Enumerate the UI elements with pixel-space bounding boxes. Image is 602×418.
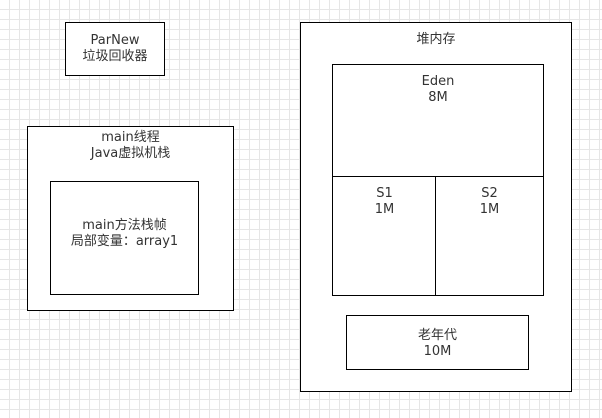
parnew-label: ParNew xyxy=(90,33,140,48)
eden-region-box: Eden 8M xyxy=(332,64,544,177)
old-generation-box: 老年代 10M xyxy=(346,315,529,370)
heap-title: 堆内存 xyxy=(416,32,456,47)
s2-name: S2 xyxy=(481,186,498,201)
jvm-stack-label: Java虚拟机栈 xyxy=(90,146,171,161)
eden-name: Eden xyxy=(421,74,455,89)
s1-name: S1 xyxy=(376,186,393,201)
parnew-collector-box: ParNew 垃圾回收器 xyxy=(65,22,165,76)
s1-size: 1M xyxy=(374,202,395,217)
main-method-frame-box: main方法栈帧 局部变量：array1 xyxy=(50,181,199,295)
s2-size: 1M xyxy=(479,202,500,217)
old-gen-name: 老年代 xyxy=(417,328,457,343)
parnew-subtitle: 垃圾回收器 xyxy=(82,49,148,64)
old-gen-size: 10M xyxy=(423,344,452,359)
main-frame-label: main方法栈帧 xyxy=(82,218,167,233)
survivor-s2-box: S2 1M xyxy=(435,176,544,296)
eden-size: 8M xyxy=(428,90,448,105)
local-variable-label: 局部变量：array1 xyxy=(70,234,179,249)
main-thread-label: main线程 xyxy=(101,130,160,145)
survivor-s1-box: S1 1M xyxy=(332,176,437,296)
